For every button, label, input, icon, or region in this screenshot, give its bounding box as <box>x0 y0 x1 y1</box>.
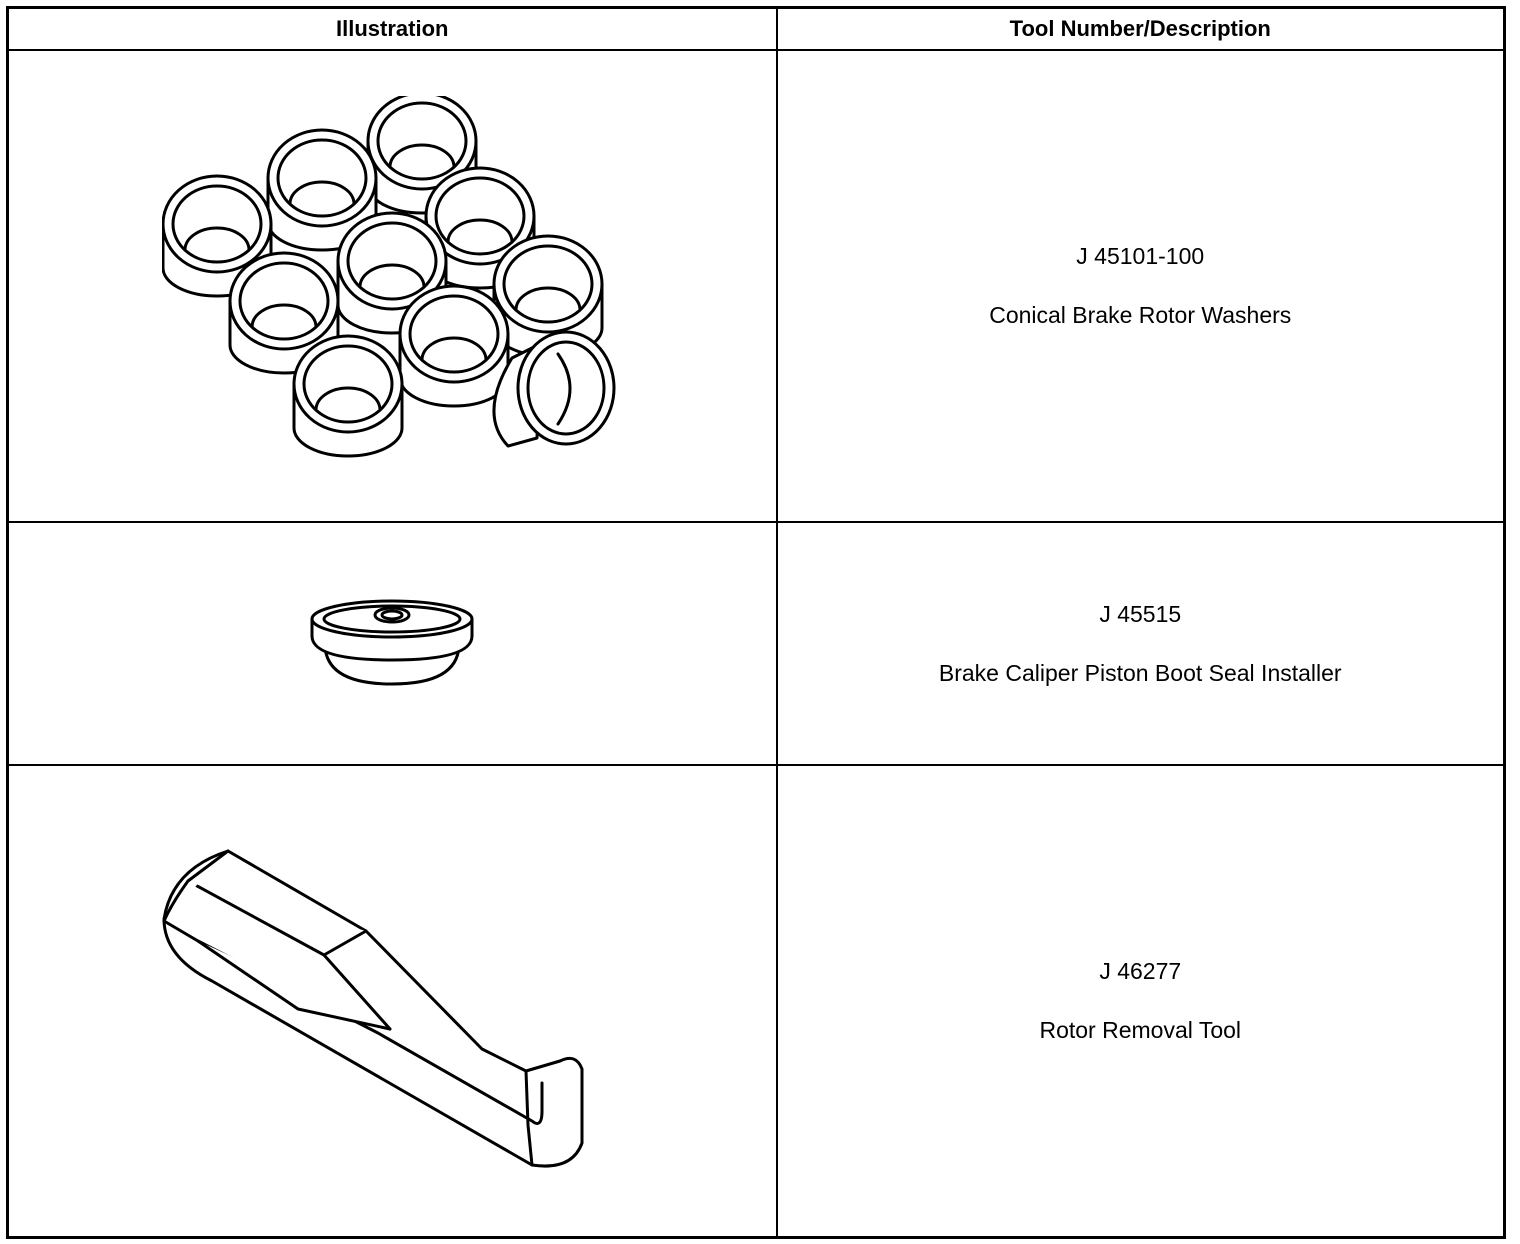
illustration-cell <box>6 521 778 766</box>
tool-name: Brake Caliper Piston Boot Seal Installer <box>938 659 1342 686</box>
tool-number: J 46277 <box>1099 957 1182 984</box>
header-tool-description: Tool Number/Description <box>775 6 1506 51</box>
illustration-cell <box>6 764 778 1238</box>
tool-number: J 45101-100 <box>1076 243 1205 269</box>
conical-washers-icon <box>162 96 616 458</box>
header-illustration: Illustration <box>6 6 778 51</box>
tool-name: Conical Brake Rotor Washers <box>989 302 1292 328</box>
table-row: J 45515 Brake Caliper Piston Boot Seal I… <box>6 521 1506 766</box>
description-cell: J 45101-100 Conical Brake Rotor Washers <box>775 49 1506 523</box>
special-tools-table: Illustration Tool Number/Description <box>6 6 1506 1239</box>
description-cell: J 46277 Rotor Removal Tool <box>775 764 1506 1238</box>
table-row: J 45101-100 Conical Brake Rotor Washers <box>6 49 1506 523</box>
illustration-cell <box>6 49 778 523</box>
table-row: J 46277 Rotor Removal Tool <box>6 764 1506 1238</box>
tool-number: J 45515 <box>1099 600 1182 627</box>
seal-installer-icon <box>310 599 474 685</box>
description-cell: J 45515 Brake Caliper Piston Boot Seal I… <box>775 521 1506 766</box>
tool-name: Rotor Removal Tool <box>1039 1016 1242 1043</box>
rotor-removal-tool-icon <box>162 849 584 1168</box>
